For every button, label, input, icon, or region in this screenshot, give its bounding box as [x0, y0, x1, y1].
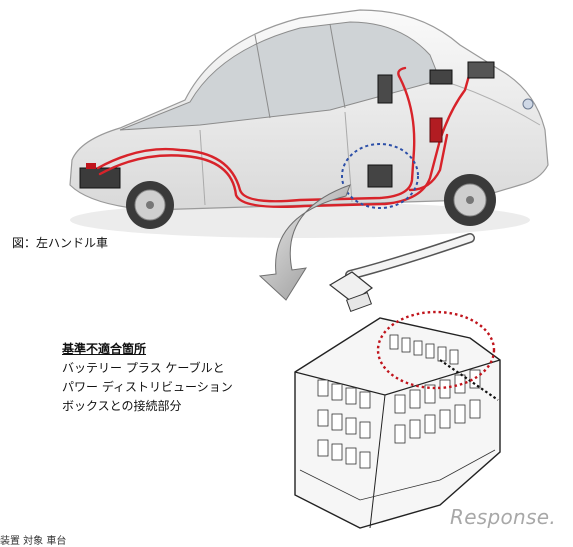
- zoom-arrow-icon: [258, 184, 351, 301]
- noncompliance-callout: 基準不適合箇所 バッテリー プラス ケーブルと パワー ディストリビューション …: [62, 340, 233, 416]
- junction-box-small: [367, 164, 393, 188]
- car-windows: [119, 21, 441, 131]
- callout-line: バッテリー プラス ケーブルと: [62, 361, 225, 375]
- front-wheel: [444, 174, 496, 226]
- response-watermark: Response.: [450, 505, 557, 529]
- leader-line: [439, 359, 499, 401]
- power-distribution-box: [294, 233, 501, 529]
- rear-wheel: [126, 181, 174, 229]
- battery-terminal-connector: [328, 271, 374, 313]
- callout-line: ボックスとの接続部分: [62, 399, 182, 413]
- engine-bay-components: [377, 61, 495, 143]
- callout-line: パワー ディストリビューション: [62, 380, 233, 394]
- location-highlight-circle: [341, 143, 419, 209]
- footer-partial-text: 装置 対象 車台: [0, 536, 67, 547]
- figure-caption: 図：左ハンドル車: [12, 236, 109, 250]
- callout-title: 基準不適合箇所: [62, 342, 147, 356]
- noncompliant-area-circle: [376, 310, 496, 390]
- car-illustration: [69, 9, 549, 238]
